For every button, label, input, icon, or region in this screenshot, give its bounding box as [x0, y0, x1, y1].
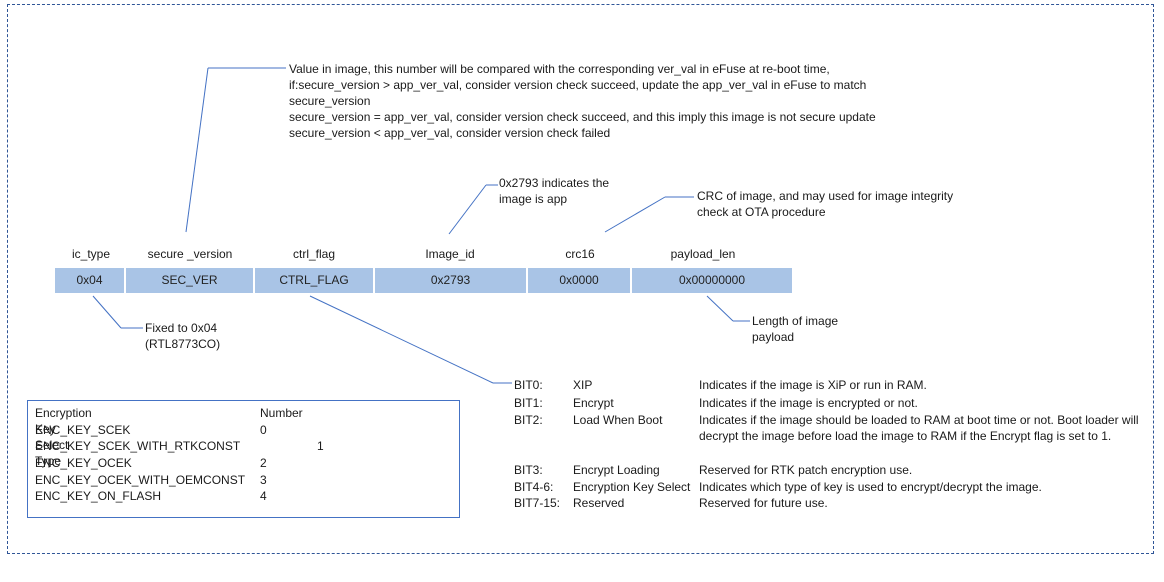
version-note-line: if:secure_version > app_ver_val, conside…	[289, 78, 867, 92]
version-callout-line	[185, 67, 209, 233]
field-cell-ctrl-flag: CTRL_FLAG	[255, 268, 373, 293]
field-cell-ic-type: 0x04	[55, 268, 124, 293]
field-header-crc16: crc16	[565, 247, 595, 261]
key-type-number: 1	[317, 439, 324, 453]
key-type-name: ENC_KEY_ON_FLASH	[35, 489, 162, 503]
key-type-name: ENC_KEY_OCEK_WITH_OEMCONST	[35, 473, 246, 487]
key-table-header-number: Number	[260, 406, 303, 420]
crc-note-line: check at OTA procedure	[697, 205, 826, 219]
bit-id: BIT0:	[514, 378, 543, 392]
field-header-ic-type: ic_type	[71, 247, 111, 261]
field-header-ctrl-flag: ctrl_flag	[292, 247, 336, 261]
field-header-payload-len: payload_len	[670, 247, 736, 261]
key-table-header-name: Encryption Key Select Type	[35, 406, 92, 468]
image-id-note-line: image is app	[499, 192, 568, 206]
bit-name: Encrypt Loading	[573, 463, 660, 477]
key-type-number: 4	[260, 489, 267, 503]
bit-name: Encrypt	[573, 396, 614, 410]
version-note-line: secure_version	[289, 94, 371, 108]
field-cell-image-id: 0x2793	[375, 268, 526, 293]
ic-type-callout-line	[92, 295, 122, 329]
field-cell-payload-len: 0x00000000	[632, 268, 792, 293]
bit-desc: Indicates if the image is encrypted or n…	[699, 396, 918, 410]
image-id-callout-line	[448, 184, 487, 235]
bit-id: BIT3:	[514, 463, 543, 477]
key-type-name: ENC_KEY_OCEK	[35, 456, 132, 470]
ic-type-note-line: Fixed to 0x04	[145, 321, 218, 335]
bit-id: BIT4-6:	[514, 480, 554, 494]
payload-callout-line	[706, 295, 734, 322]
field-header-secure-version: secure _version	[147, 247, 233, 261]
bit-name: XIP	[573, 378, 593, 392]
bit-name: Reserved	[573, 496, 625, 510]
payload-note-line: Length of image	[752, 314, 839, 328]
crc-note: CRC of image, and may used for image int…	[697, 188, 953, 220]
field-header-image-id: Image_id	[425, 247, 475, 261]
ic-type-note-line: (RTL8773CO)	[145, 337, 221, 351]
bit-id: BIT2:	[514, 413, 543, 427]
version-note-line: secure_version < app_ver_val, consider v…	[289, 126, 611, 140]
crc-callout-line	[604, 196, 666, 233]
bit-desc: Indicates which type of key is used to e…	[699, 480, 1042, 494]
key-type-number: 3	[260, 473, 267, 487]
bit-id: BIT7-15:	[514, 496, 561, 510]
bit-name: Load When Boot	[573, 413, 663, 427]
field-cell-secure-version: SEC_VER	[126, 268, 253, 293]
bit-desc: Reserved for RTK patch encryption use.	[699, 463, 913, 477]
encryption-key-table: Encryption Key Select Type Number ENC_KE…	[27, 400, 460, 518]
ic-type-note: Fixed to 0x04 (RTL8773CO)	[145, 320, 220, 352]
bit-name: Encryption Key Select	[573, 480, 691, 494]
key-type-name: ENC_KEY_SCEK	[35, 423, 131, 437]
key-type-number: 2	[260, 456, 267, 470]
bit-desc: Indicates if the image is XiP or run in …	[699, 378, 927, 392]
bit-desc: Indicates if the image should be loaded …	[699, 413, 1139, 443]
bit-desc: Reserved for future use.	[699, 496, 828, 510]
version-note-line: Value in image, this number will be comp…	[289, 62, 830, 76]
key-type-number: 0	[260, 423, 267, 437]
bit-id: BIT1:	[514, 396, 543, 410]
key-type-name: ENC_KEY_SCEK_WITH_RTKCONST	[35, 439, 241, 453]
version-note: Value in image, this number will be comp…	[289, 61, 876, 141]
diagram-frame	[7, 4, 1154, 554]
image-id-note-line: 0x2793 indicates the	[499, 176, 610, 190]
image-id-note: 0x2793 indicates the image is app	[499, 175, 609, 207]
version-note-line: secure_version = app_ver_val, consider v…	[289, 110, 876, 124]
field-cell-crc16: 0x0000	[528, 268, 630, 293]
payload-note-line: payload	[752, 330, 795, 344]
ctrl-flag-callout-line	[309, 295, 494, 384]
payload-note: Length of image payload	[752, 313, 838, 345]
crc-note-line: CRC of image, and may used for image int…	[697, 189, 954, 203]
